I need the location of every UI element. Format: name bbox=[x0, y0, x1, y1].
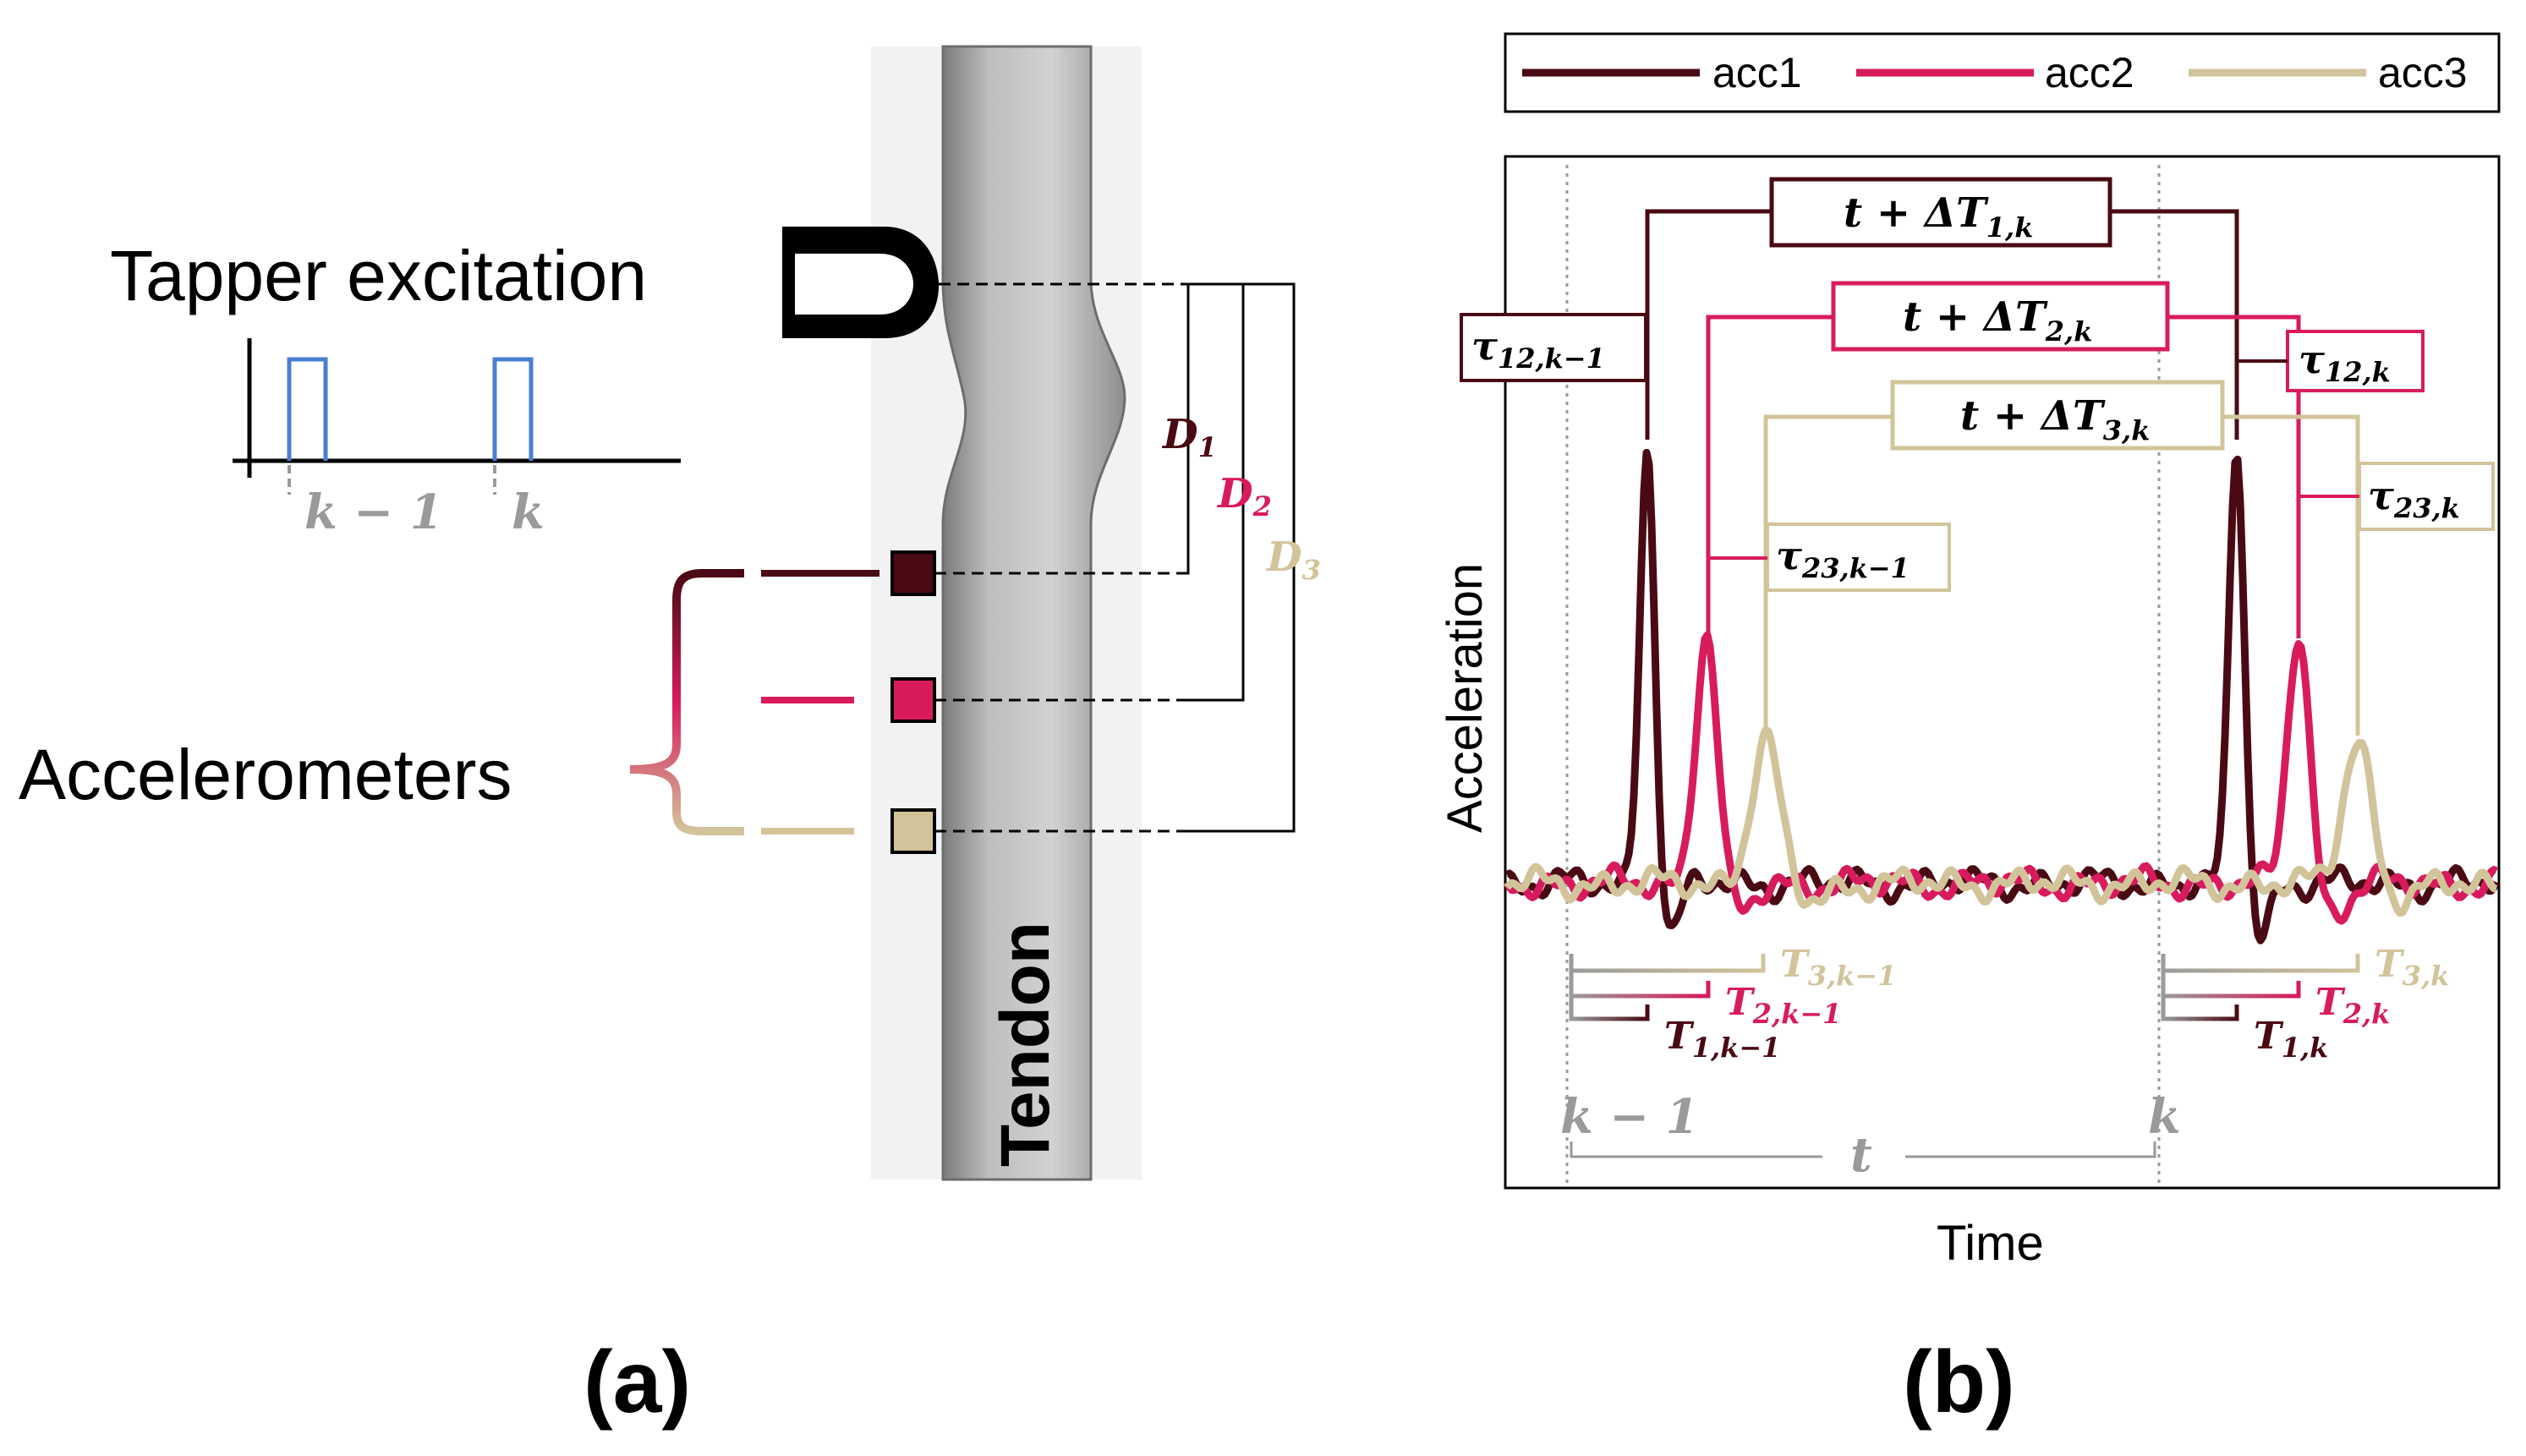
delta-t1-label: t + ΔT1,k bbox=[1844, 189, 2033, 244]
t1-k-label: T1,k bbox=[2254, 1015, 2328, 1064]
axis-mark-k: k bbox=[2148, 1089, 2181, 1145]
delta-t2-label: t + ΔT2,k bbox=[1903, 293, 2092, 348]
tau12-km1-box bbox=[1460, 313, 1647, 382]
legend-label: acc3 bbox=[2378, 49, 2468, 96]
tau23-km1-label: τ23,k−1 bbox=[1776, 533, 1910, 584]
delta-t2-box bbox=[1831, 281, 2170, 352]
t2-km1-label: T2,k−1 bbox=[1725, 981, 1841, 1030]
pulse-tick-k-minus-1: k − 1 bbox=[304, 484, 443, 540]
accelerometer-2 bbox=[890, 677, 936, 723]
t1-km1-label: T1,k−1 bbox=[1664, 1015, 1780, 1064]
panel-a: Tendon Tapper excitation k − 1 k Acceler… bbox=[19, 45, 1321, 1431]
x-axis-title: Time bbox=[1937, 1216, 2044, 1271]
trace-acc3 bbox=[1504, 725, 2498, 917]
delta-t1-box bbox=[1769, 177, 2112, 248]
t3-k-label: T3,k bbox=[2375, 943, 2449, 992]
accelerometer-3 bbox=[890, 808, 936, 854]
signal-traces bbox=[1503, 448, 2501, 944]
accelerometers-label: Accelerometers bbox=[19, 735, 512, 814]
delta-t3-box bbox=[1890, 380, 2225, 451]
legend-label: acc1 bbox=[1712, 49, 1802, 96]
panel-b: acc1 acc2 acc3 t + ΔT1,k t + ΔT2,k t + Δ… bbox=[1438, 32, 2501, 1431]
tendon-body bbox=[941, 45, 1126, 1181]
legend-entry-acc1: acc1 bbox=[1522, 49, 1802, 96]
axis-mark-k-minus-1: k − 1 bbox=[1560, 1089, 1699, 1145]
legend-entry-acc3: acc3 bbox=[2189, 49, 2468, 96]
tau23-k-label: τ23,k bbox=[2368, 473, 2460, 524]
panel-a-label: (a) bbox=[584, 1333, 691, 1431]
legend-label: acc2 bbox=[2045, 49, 2134, 96]
tau12-k-label: τ12,k bbox=[2299, 337, 2391, 388]
tapper-arrow-inner bbox=[795, 254, 913, 315]
delta-t3-label: t + ΔT3,k bbox=[1960, 392, 2150, 446]
axis-mark-t: t bbox=[1850, 1127, 1872, 1183]
pulse-train: k − 1 k bbox=[233, 338, 681, 540]
pulse-tick-k: k bbox=[512, 484, 545, 540]
distance-d2: D2 bbox=[1216, 470, 1272, 523]
legend-entry-acc2: acc2 bbox=[1856, 49, 2134, 96]
trace-acc2 bbox=[1503, 631, 2499, 925]
tapper-label: Tapper excitation bbox=[110, 236, 647, 315]
distance-d3: D3 bbox=[1265, 534, 1321, 586]
tau12-km1-label: τ12,k−1 bbox=[1471, 323, 1605, 375]
panel-b-label: (b) bbox=[1903, 1333, 2015, 1431]
accelerometer-1 bbox=[890, 550, 936, 596]
accelerometer-brace bbox=[629, 569, 744, 835]
tendon-label: Tendon bbox=[987, 922, 1064, 1167]
distance-d1: D1 bbox=[1161, 411, 1217, 463]
y-axis-title: Acceleration bbox=[1438, 563, 1493, 833]
tau12-k-box bbox=[2286, 330, 2425, 392]
t2-k-label: T2,k bbox=[2315, 981, 2390, 1030]
t3-km1-label: T3,k−1 bbox=[1780, 943, 1896, 992]
